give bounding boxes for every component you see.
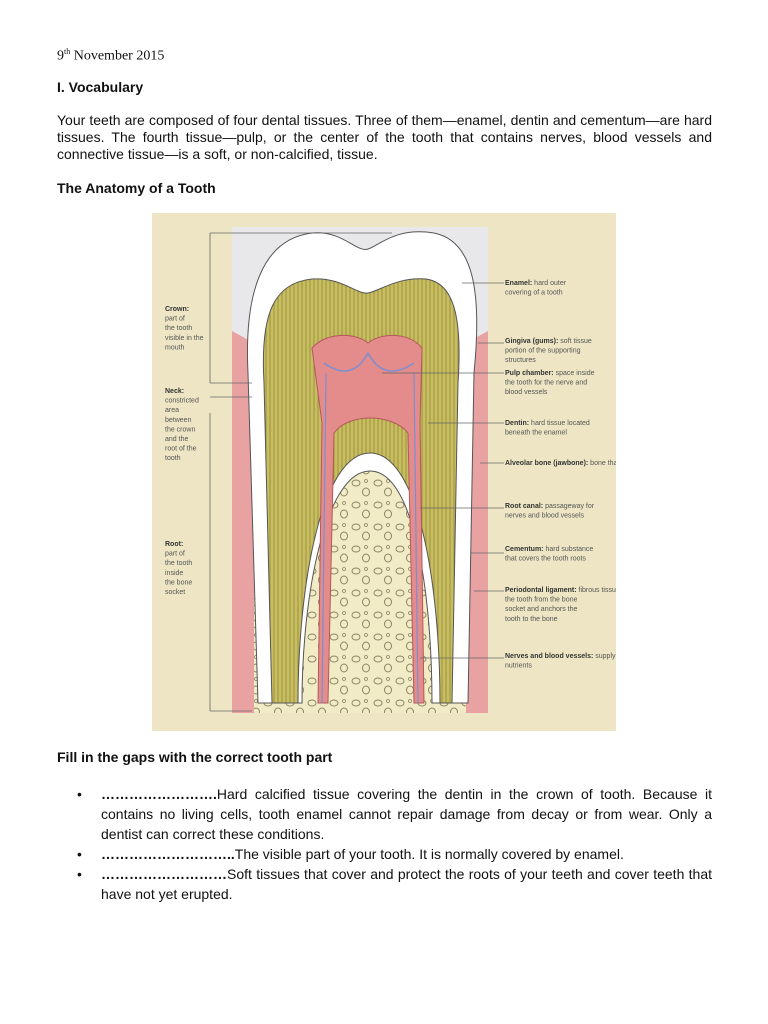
answer-blank: ……………………….. [101,846,235,862]
answer-blank: ……………………. [101,786,217,802]
list-item: • ………………………Soft tissues that cover and p… [57,864,712,904]
item-text: The visible part of your tooth. It is no… [235,846,624,862]
bullet-icon: • [77,864,82,884]
bullet-icon: • [77,844,82,864]
exercise-heading: Fill in the gaps with the correct tooth … [57,749,332,765]
bullet-icon: • [77,784,82,804]
document-date: 9th November 2015 [57,47,164,65]
exercise-list: • …………………….Hard calcified tissue coverin… [57,784,712,904]
figure-heading: The Anatomy of a Tooth [57,180,216,196]
list-item: • …………………….Hard calcified tissue coverin… [57,784,712,844]
answer-blank: ……………………… [101,866,227,882]
section-heading-vocabulary: I. Vocabulary [57,79,143,95]
list-item: • ………………………..The visible part of your to… [57,844,712,864]
vocabulary-paragraph: Your teeth are composed of four dental t… [57,112,712,163]
diagram-label: Alveolar bone (jawbone): bone that suppo… [505,460,616,467]
